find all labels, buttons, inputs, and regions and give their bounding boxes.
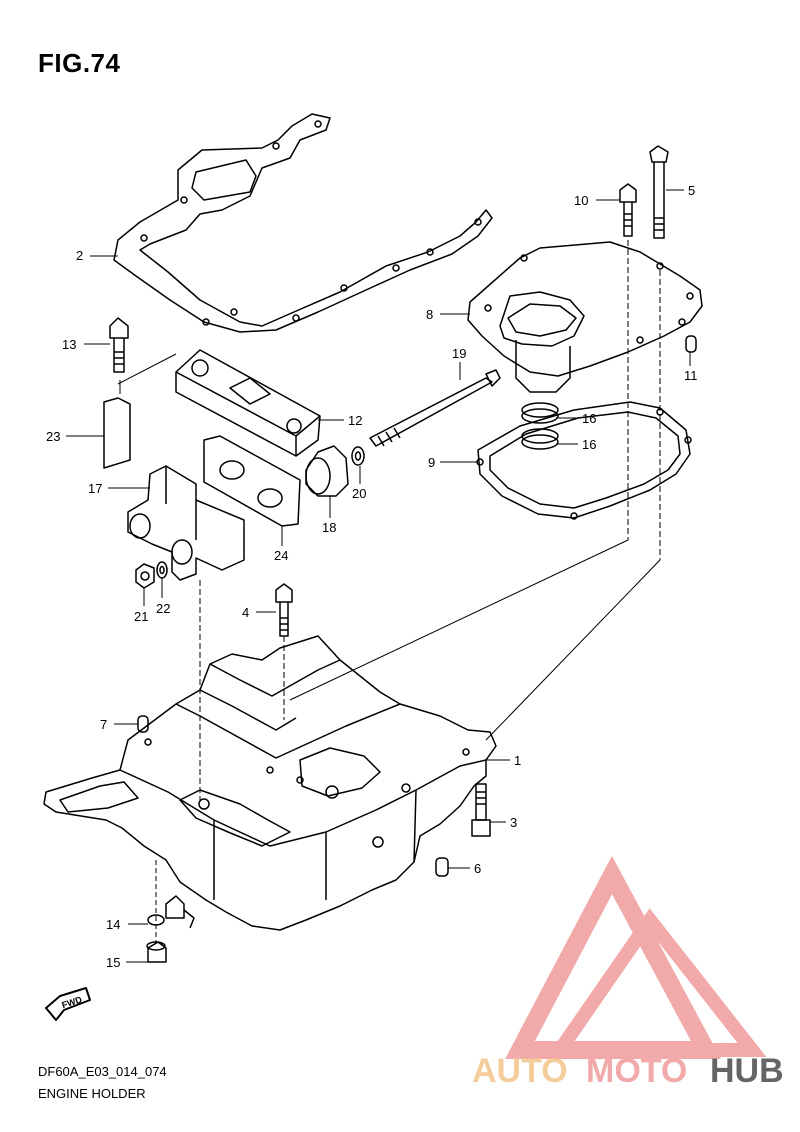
part-24-plate [203, 435, 301, 527]
part-22-washer [156, 561, 168, 579]
part-18-rubber-mount [305, 445, 349, 497]
part-21-nut [135, 563, 155, 589]
part-6-dowel [435, 857, 449, 877]
callout-17: 17 [88, 481, 102, 496]
callout-7: 7 [100, 717, 107, 732]
part-12-holder-block [175, 349, 321, 457]
part-10-bolt [619, 183, 637, 237]
part-11-dowel [685, 335, 697, 353]
leader-lines [66, 189, 691, 963]
callout-18: 18 [322, 520, 336, 535]
part-23-shim [103, 397, 131, 469]
part-14-fitting [147, 895, 195, 929]
callout-5: 5 [688, 183, 695, 198]
callout-20: 20 [352, 486, 366, 501]
part-16-bushing-upper [521, 402, 559, 424]
callout-16-upper: 16 [582, 411, 596, 426]
part-17-bracket [127, 465, 245, 581]
callout-3: 3 [510, 815, 517, 830]
callout-1: 1 [514, 753, 521, 768]
part-19-long-stud [369, 369, 501, 447]
fwd-arrow-icon: FWD [45, 987, 91, 1021]
part-8-cover-plate [467, 241, 703, 393]
watermark-moto: MOTO [586, 1052, 687, 1090]
callout-22: 22 [156, 601, 170, 616]
callout-16-lower: 16 [582, 437, 596, 452]
callout-12: 12 [348, 413, 362, 428]
watermark-logo: AUTO MOTO HUB [472, 855, 784, 1090]
callout-15: 15 [106, 955, 120, 970]
callout-8: 8 [426, 307, 433, 322]
part-1-engine-holder [43, 635, 497, 931]
callout-6: 6 [474, 861, 481, 876]
figure-title: FIG.74 [38, 48, 121, 78]
callout-23: 23 [46, 429, 60, 444]
callout-19: 19 [452, 346, 466, 361]
callout-24: 24 [274, 548, 288, 563]
figure-name: ENGINE HOLDER [38, 1086, 146, 1101]
part-5-long-bolt [649, 145, 669, 239]
callout-4: 4 [242, 605, 249, 620]
callout-21: 21 [134, 609, 148, 624]
part-20-washer [351, 446, 365, 466]
watermark-hub: HUB [710, 1052, 784, 1090]
part-2-gasket [113, 113, 493, 333]
watermark-auto: AUTO [472, 1052, 568, 1090]
part-16-bushing-lower [521, 428, 559, 450]
callout-2: 2 [76, 248, 83, 263]
part-15-bolt [146, 941, 167, 963]
callout-labels: 2 5 10 8 11 19 16 16 9 12 13 23 17 18 20… [46, 183, 698, 970]
part-3-bolt [471, 783, 491, 837]
callout-14: 14 [106, 917, 120, 932]
callout-9: 9 [428, 455, 435, 470]
part-13-bolt [109, 317, 129, 373]
callout-13: 13 [62, 337, 76, 352]
callout-10: 10 [574, 193, 588, 208]
figure-code: DF60A_E03_014_074 [38, 1064, 167, 1079]
callout-11: 11 [684, 368, 698, 383]
part-4-bolt [275, 583, 293, 637]
